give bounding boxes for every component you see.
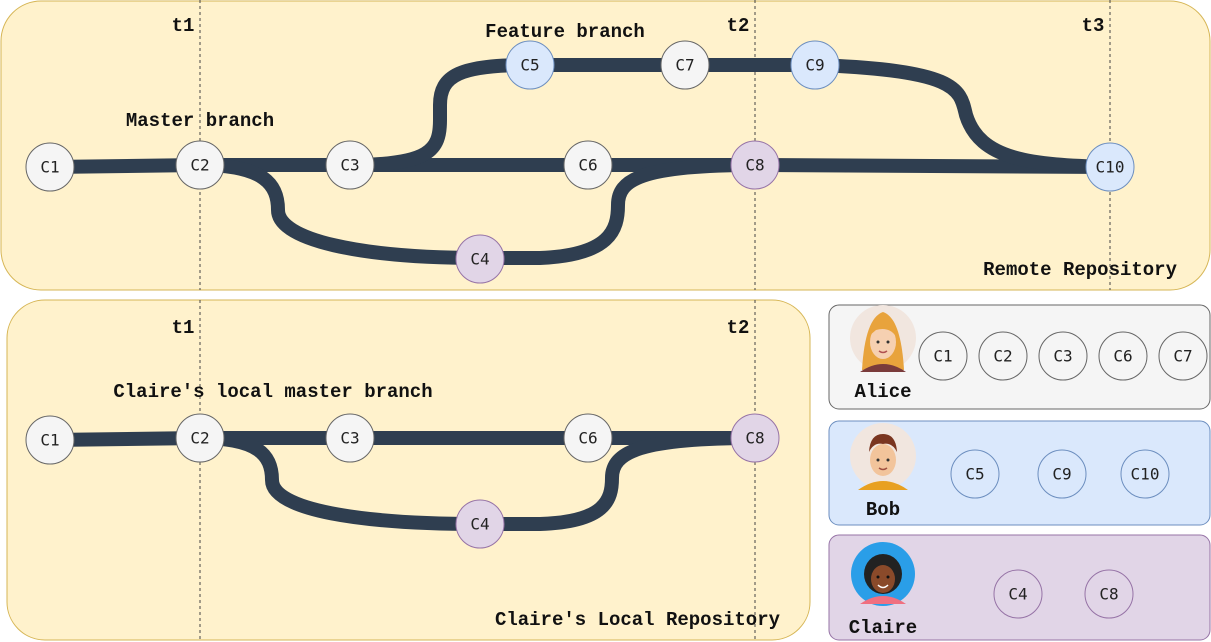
svg-text:C8: C8 [745,429,764,448]
svg-text:C3: C3 [340,429,359,448]
remote-commit-c7: C7 [660,40,710,90]
remote-t3-label: t3 [1082,15,1105,37]
remote-commit-c6: C6 [563,140,613,190]
woman-avatar-icon [850,305,916,372]
bob-commit-c5: C5 [950,449,1000,499]
svg-text:C2: C2 [190,156,209,175]
svg-text:C10: C10 [1131,465,1160,484]
remote-commit-c9: C9 [790,40,840,90]
bob-commit-c10: C10 [1120,449,1170,499]
svg-text:C6: C6 [578,156,597,175]
user-name-alice: Alice [854,381,911,403]
local-t1-label: t1 [172,317,195,339]
alice-commit-c7: C7 [1158,331,1208,381]
svg-text:C1: C1 [40,158,59,177]
remote-commit-c2: C2 [175,140,225,190]
remote-repository-title: Remote Repository [983,259,1177,281]
user-card-claire: Claire C4 C8 [828,534,1211,641]
local-commit-c3: C3 [325,413,375,463]
svg-text:C4: C4 [470,250,489,269]
remote-commit-c1: C1 [25,142,75,192]
alice-commit-c1: C1 [918,331,968,381]
svg-text:C1: C1 [933,347,952,366]
local-t2-label: t2 [727,317,750,339]
man-avatar-icon [850,423,916,490]
claire-commit-c8: C8 [1084,569,1134,619]
user-name-claire: Claire [849,617,917,639]
master-branch-label: Master branch [126,110,274,132]
bob-commit-c9: C9 [1037,449,1087,499]
svg-text:C7: C7 [1173,347,1192,366]
remote-commit-c3: C3 [325,140,375,190]
svg-text:C10: C10 [1096,158,1125,177]
svg-text:C8: C8 [745,156,764,175]
remote-commit-c10: C10 [1085,142,1135,192]
claire-commit-c4: C4 [993,569,1043,619]
remote-commit-c5: C5 [505,40,555,90]
local-commit-c2: C2 [175,413,225,463]
svg-text:C6: C6 [578,429,597,448]
woman-avatar-icon [851,542,915,606]
local-commit-c1: C1 [25,415,75,465]
svg-text:C2: C2 [993,347,1012,366]
local-repository-title: Claire's Local Repository [495,609,781,631]
user-card-bob: Bob C5 C9 C10 [828,420,1211,526]
remote-commit-c8: C8 [730,140,780,190]
svg-text:C7: C7 [675,56,694,75]
svg-text:C4: C4 [1008,585,1027,604]
svg-text:C4: C4 [470,515,489,534]
svg-text:C3: C3 [340,156,359,175]
svg-text:C1: C1 [40,431,59,450]
svg-text:C5: C5 [965,465,984,484]
svg-text:C2: C2 [190,429,209,448]
feature-branch-label: Feature branch [485,21,645,43]
local-commit-c4: C4 [455,499,505,549]
remote-t1-label: t1 [172,15,195,37]
svg-text:C8: C8 [1099,585,1118,604]
local-commit-c6: C6 [563,413,613,463]
remote-master-edge [43,158,1117,174]
user-name-bob: Bob [866,499,900,521]
svg-text:C5: C5 [520,56,539,75]
svg-text:C3: C3 [1053,347,1072,366]
local-commit-c8: C8 [730,413,780,463]
remote-t2-label: t2 [727,15,750,37]
remote-repository-panel: t1 t2 t3 C1 C2 C3 C4 C5 C6 C7 C8 C9 C10 … [0,0,1211,291]
svg-text:C9: C9 [805,56,824,75]
local-branch-label: Claire's local master branch [113,381,432,403]
alice-commit-c6: C6 [1098,331,1148,381]
local-repository-panel: t1 t2 C1 C2 C3 C4 C6 C8 Claire's local m… [6,299,811,641]
alice-commit-c3: C3 [1038,331,1088,381]
remote-commit-c4: C4 [455,234,505,284]
user-card-alice: Alice C1 C2 C3 C6 C7 [828,304,1211,410]
svg-text:C6: C6 [1113,347,1132,366]
alice-commit-c2: C2 [978,331,1028,381]
svg-text:C9: C9 [1052,465,1071,484]
